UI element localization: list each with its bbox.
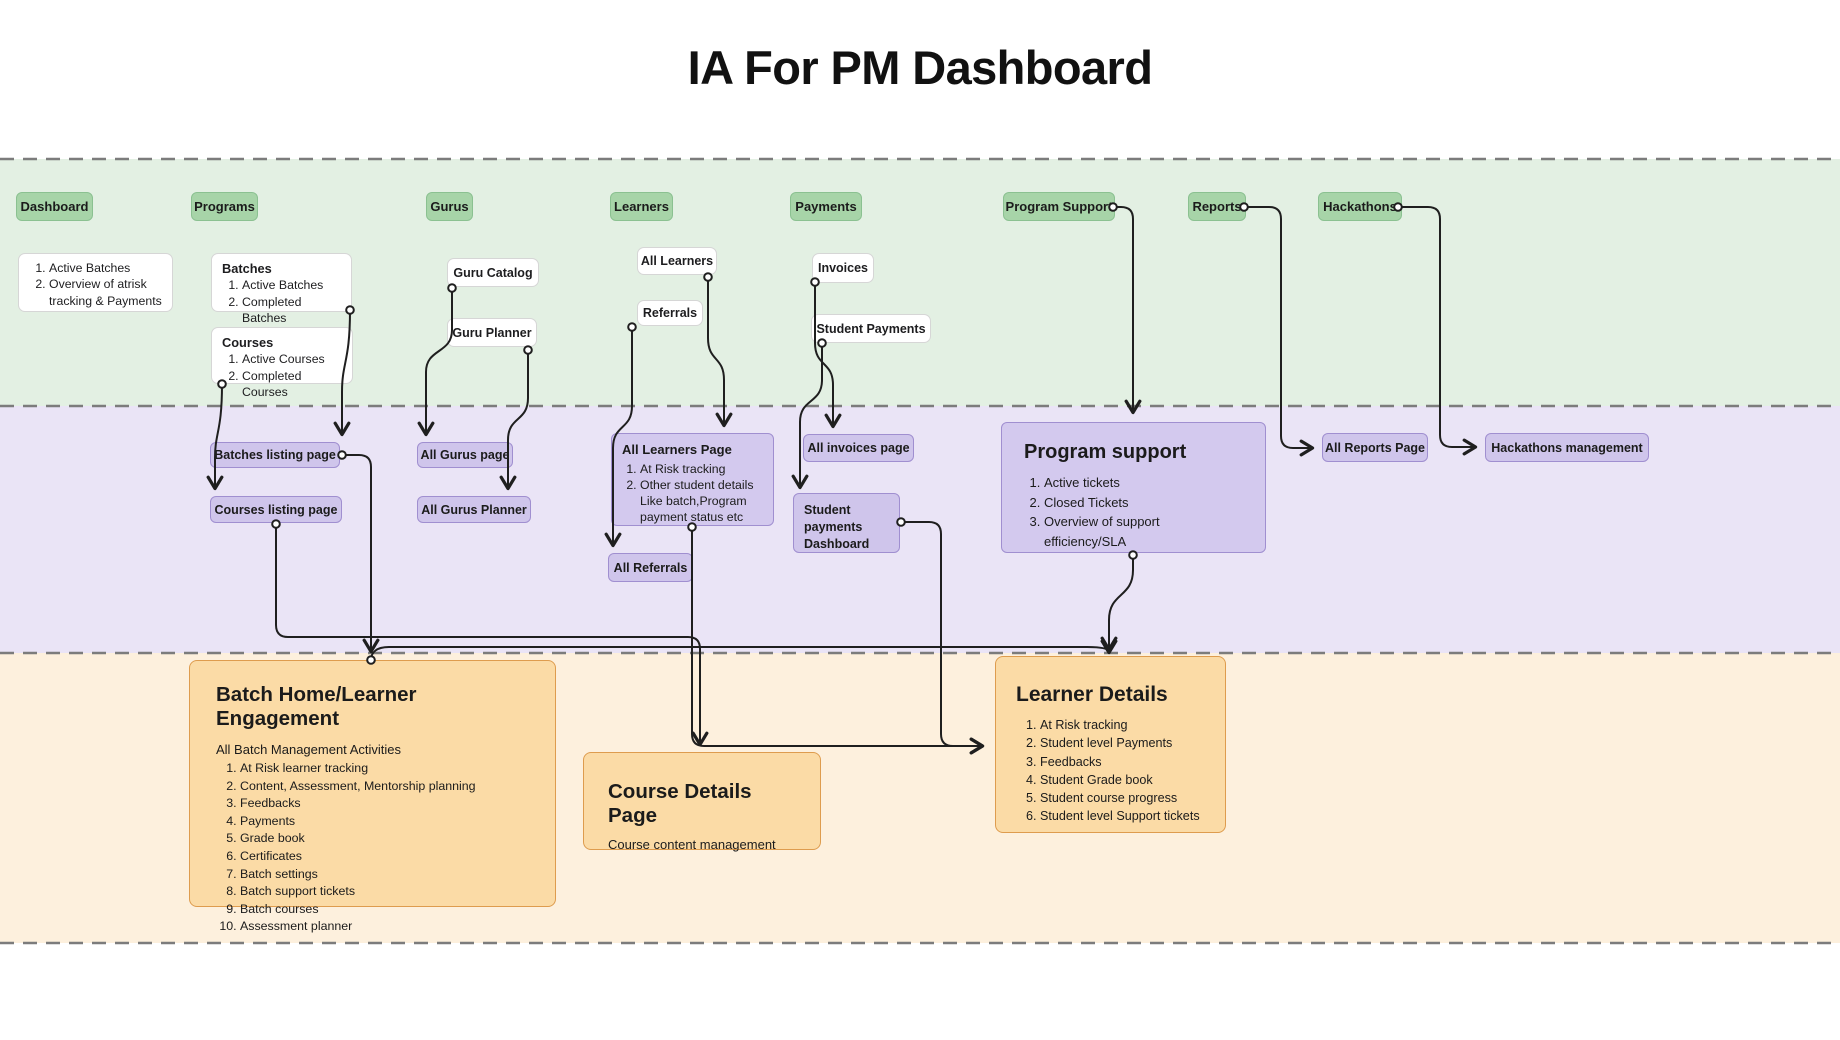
all-learners-page[interactable]: All Learners Page At Risk tracking Other… [611,433,774,526]
courses-node[interactable]: Courses Active Courses Completed Courses [211,327,353,399]
list-item: Active Courses [242,351,344,367]
nav-program-support[interactable]: Program Support [1003,192,1115,221]
list-item: At Risk learner tracking [240,760,529,778]
batches-listing-page[interactable]: Batches listing page [210,442,340,468]
student-payments-node[interactable]: Student Payments [811,314,931,343]
box-title: Batches [222,261,272,276]
list-item: Batch courses [240,901,529,919]
list-item: Feedbacks [240,795,529,813]
list-item: Active Batches [49,260,164,276]
nav-hackathons[interactable]: Hackathons [1318,192,1402,221]
student-payments-dashboard[interactable]: Student payments Dashboard [793,493,900,553]
list-item: Grade book [240,830,529,848]
list-item: Batch support tickets [240,883,529,901]
list-item: Feedbacks [1040,753,1205,771]
list-item: Closed Tickets [1044,493,1243,513]
list-item: Overview of atrisk tracking & Payments [49,276,164,309]
all-gurus-page[interactable]: All Gurus page [417,442,513,468]
box-title: All Learners Page [622,442,732,457]
dashboard-notes[interactable]: Active Batches Overview of atrisk tracki… [18,253,173,312]
all-gurus-planner[interactable]: All Gurus Planner [417,496,531,523]
box-title: Learner Details [1016,683,1168,706]
list-item: Completed Batches [242,294,343,327]
page-title: IA For PM Dashboard [687,41,1153,94]
all-learners-node[interactable]: All Learners [637,247,717,275]
list-item: Student level Support tickets [1040,807,1205,825]
list-item: Overview of support efficiency/SLA [1044,512,1243,551]
nav-dashboard[interactable]: Dashboard [16,192,93,221]
nav-payments[interactable]: Payments [790,192,862,221]
box-subtitle: Course content management [608,837,776,852]
program-support-page[interactable]: Program support Active tickets Closed Ti… [1001,422,1266,553]
guru-planner-node[interactable]: Guru Planner [447,318,537,347]
nav-gurus[interactable]: Gurus [426,192,473,221]
referrals-node[interactable]: Referrals [637,300,703,326]
list-item: Content, Assessment, Mentorship planning [240,778,529,796]
nav-learners[interactable]: Learners [610,192,673,221]
nav-programs[interactable]: Programs [191,192,258,221]
list-item: Certificates [240,848,529,866]
list-item: Assessment planner [240,918,529,936]
list-item: Other student details Like batch,Program… [640,478,763,526]
box-subtitle: All Batch Management Activities [216,742,401,757]
list-item: Completed Courses [242,368,344,401]
list-item: At Risk tracking [640,462,763,478]
box-title: Batch Home/Learner Engagement [216,683,417,730]
list-item: Batch settings [240,866,529,884]
all-invoices-page[interactable]: All invoices page [803,434,914,462]
list-item: Payments [240,813,529,831]
box-title: Course Details Page [608,780,752,827]
invoices-node[interactable]: Invoices [812,253,874,283]
list-item: Student Grade book [1040,771,1205,789]
list-item: At Risk tracking [1040,716,1205,734]
courses-listing-page[interactable]: Courses listing page [210,496,342,523]
course-details-page[interactable]: Course Details Page Course content manag… [583,752,821,852]
list-item: Active tickets [1044,473,1243,493]
list-item: Active Batches [242,277,343,293]
batch-home-page[interactable]: Batch Home/Learner Engagement All Batch … [189,660,556,933]
nav-reports[interactable]: Reports [1188,192,1246,221]
guru-catalog-node[interactable]: Guru Catalog [447,258,539,287]
list-item: Student level Payments [1040,734,1205,752]
learner-details-page[interactable]: Learner Details At Risk tracking Student… [995,656,1226,833]
box-title: Program support [1024,441,1187,463]
all-referrals-page[interactable]: All Referrals [608,553,693,582]
hackathons-management[interactable]: Hackathons management [1485,433,1649,462]
batches-node[interactable]: Batches Active Batches Completed Batches [211,253,352,325]
box-title: Courses [222,335,274,350]
list-item: Student course progress [1040,789,1205,807]
all-reports-page[interactable]: All Reports Page [1322,433,1428,462]
